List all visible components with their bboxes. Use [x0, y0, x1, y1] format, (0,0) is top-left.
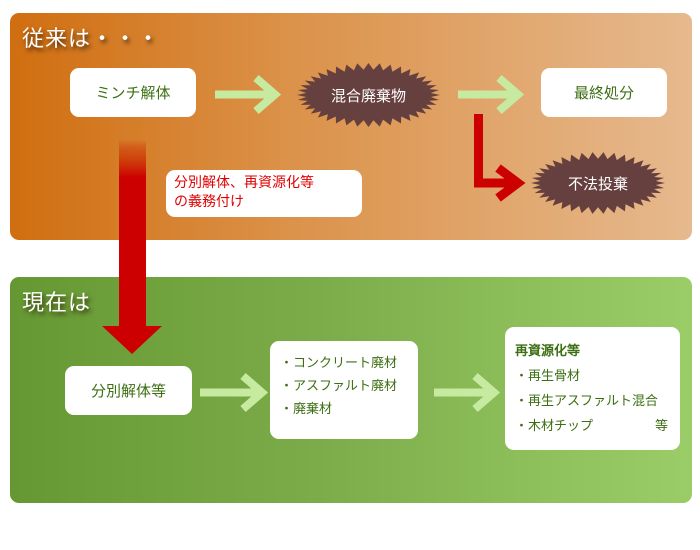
mince-demolition-box: ミンチ解体 — [70, 68, 196, 117]
burst-polygon — [531, 152, 665, 214]
burst-polygon — [297, 63, 440, 127]
mixed-waste-burst: 混合廃棄物 — [296, 62, 441, 128]
callout-line-1: 分別解体、再資源化等 — [174, 175, 314, 191]
final-disposal-box: 最終処分 — [541, 68, 667, 117]
mixed-waste-label: 混合廃棄物 — [330, 86, 406, 105]
separate-demolition-label: 分別解体等 — [90, 382, 166, 400]
callout-line-2: の義務付け — [174, 194, 244, 210]
separate-demolition-box: 分別解体等 — [65, 366, 192, 415]
recycling-box: 再資源化等 ・再生骨材 ・再生アスファルト混合 ・木材チップ 等 — [505, 327, 680, 450]
recycling-item: ・木材チップ — [515, 419, 594, 434]
now-panel-title: 現在は — [22, 291, 92, 316]
burst-shape — [531, 152, 665, 214]
obligation-callout: 分別解体、再資源化等 の義務付け — [166, 170, 362, 217]
waste-item: ・廃棄材 — [280, 402, 333, 417]
recycling-item-last-row: ・木材チップ 等 — [515, 414, 670, 439]
illegal-dumping-burst: 不法投棄 — [530, 151, 666, 215]
before-panel-title: 従来は・・・ — [22, 27, 161, 52]
recycling-item: ・再生アスファルト混合 — [515, 394, 659, 409]
waste-item: ・コンクリート廃材 — [280, 356, 398, 371]
mince-demolition-label: ミンチ解体 — [95, 84, 171, 102]
burst-shape — [297, 63, 440, 127]
illegal-dumping-label: 不法投棄 — [567, 174, 628, 193]
recycling-item: ・再生骨材 — [515, 369, 581, 384]
waste-materials-box: ・コンクリート廃材 ・アスファルト廃材 ・廃棄材 — [270, 341, 418, 439]
final-disposal-label: 最終処分 — [573, 84, 634, 102]
recycling-suffix: 等 — [654, 419, 668, 434]
recycling-heading: 再資源化等 — [515, 344, 581, 359]
waste-item: ・アスファルト廃材 — [280, 379, 398, 394]
